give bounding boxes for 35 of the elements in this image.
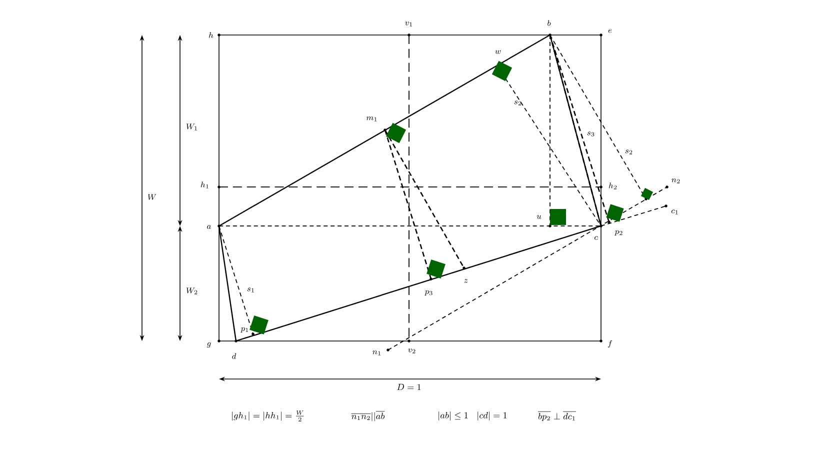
point-label: $p_2$ <box>614 230 622 236</box>
point-label: $n_2$ <box>672 178 680 184</box>
dimension-label: $W_2$ <box>186 288 198 294</box>
dimension-label: $D=1$ <box>397 384 421 390</box>
point-label: $h_1$ <box>200 182 208 188</box>
point-label: $p_3$ <box>424 290 432 296</box>
point-label: $s_3$ <box>587 132 594 136</box>
formula: $|ab|\leq 1$ <box>438 412 468 420</box>
point-label: $s_2$ <box>625 150 632 154</box>
point-label: $v_1$ <box>405 22 412 26</box>
point-label: $n_1$ <box>372 350 381 356</box>
point-label: $u$ <box>536 215 542 219</box>
point-label: $v_2$ <box>408 348 416 354</box>
point-label: $c$ <box>594 236 598 240</box>
point-label: $s_1$ <box>247 288 254 292</box>
point-label: $s_2$ <box>514 100 522 106</box>
formula: $|cd|=1$ <box>478 412 507 420</box>
dimension-label: $W$ <box>148 194 156 200</box>
formula: $\overline{n_1n_2}||\overline{ab}$ <box>351 411 385 422</box>
point-label: $h_2$ <box>608 182 617 190</box>
point-label: $a$ <box>207 225 211 229</box>
point-label: $f$ <box>608 340 612 348</box>
formula: $\overline{bp_2}\perp\overline{dc_1}$ <box>538 412 576 421</box>
point-label: $e$ <box>608 29 612 33</box>
point-label: $p_1$ <box>240 327 248 332</box>
point-label: $b$ <box>548 20 551 26</box>
dimension-label: $W_1$ <box>186 124 197 130</box>
point-label: $m_1$ <box>366 116 377 122</box>
formula: $|gh_1|=|hh_1|=\frac{W}{2}$ <box>232 410 304 422</box>
point-label: $h$ <box>209 32 214 38</box>
point-label: $g$ <box>207 342 211 348</box>
point-label: $w$ <box>495 50 501 54</box>
point-label: $z$ <box>464 279 468 283</box>
point-label: $c_1$ <box>671 210 678 214</box>
point-label: $d$ <box>232 353 236 359</box>
